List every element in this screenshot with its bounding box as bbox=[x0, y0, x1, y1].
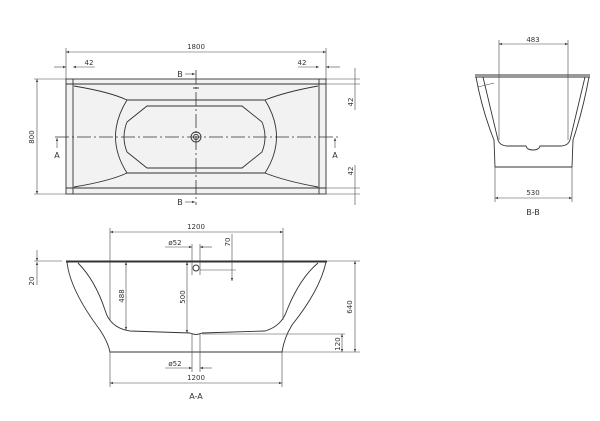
tub-outer-profile bbox=[66, 261, 327, 353]
dim-base-height: 120 bbox=[334, 337, 342, 350]
dim-total-height: 640 bbox=[346, 300, 354, 313]
dim-rim-left: 42 bbox=[85, 59, 94, 67]
dim-drain-top: ø52 bbox=[168, 239, 181, 247]
dim-rim-right: 42 bbox=[298, 59, 307, 67]
dim-inner-width: 483 bbox=[526, 36, 539, 44]
dim-rim-thickness: 20 bbox=[28, 277, 36, 286]
section-a-left: A bbox=[54, 151, 60, 160]
dim-width: 800 bbox=[28, 130, 36, 143]
dim-inner-depth: 488 bbox=[118, 289, 126, 302]
section-b-bottom: B bbox=[177, 198, 183, 207]
section-aa-title: A-A bbox=[189, 392, 203, 401]
dim-depth-center: 500 bbox=[179, 290, 187, 303]
dim-bottom-length: 1200 bbox=[187, 374, 205, 382]
basin-floor bbox=[123, 105, 266, 169]
dim-top-length: 1200 bbox=[187, 223, 205, 231]
dim-drain-bottom: ø52 bbox=[168, 360, 181, 368]
section-a-right: A bbox=[332, 151, 338, 160]
section-bb-title: B-B bbox=[526, 208, 540, 217]
drain-icon bbox=[190, 131, 202, 143]
basin-edge-bottom bbox=[73, 172, 319, 188]
tub-outer-profile-b bbox=[475, 76, 590, 168]
dim-rim-bottom: 42 bbox=[347, 167, 355, 176]
section-b-top: B bbox=[177, 70, 183, 79]
dim-rim-top: 42 bbox=[347, 98, 355, 107]
section-bb-view: 483 530 B-B bbox=[475, 36, 590, 217]
dim-overflow-offset: 70 bbox=[224, 238, 232, 247]
tub-inner-profile bbox=[77, 262, 319, 335]
dim-length: 1800 bbox=[187, 43, 205, 51]
dim-base-width: 530 bbox=[526, 189, 539, 197]
tub-inner-profile-b bbox=[482, 76, 586, 151]
top-view: 1800 42 42 800 42 42 A A B B bbox=[28, 43, 360, 207]
section-aa-view: 1200 1200 A-A ø52 ø52 70 20 488 500 640 bbox=[28, 223, 360, 401]
overflow-icon bbox=[192, 264, 200, 272]
